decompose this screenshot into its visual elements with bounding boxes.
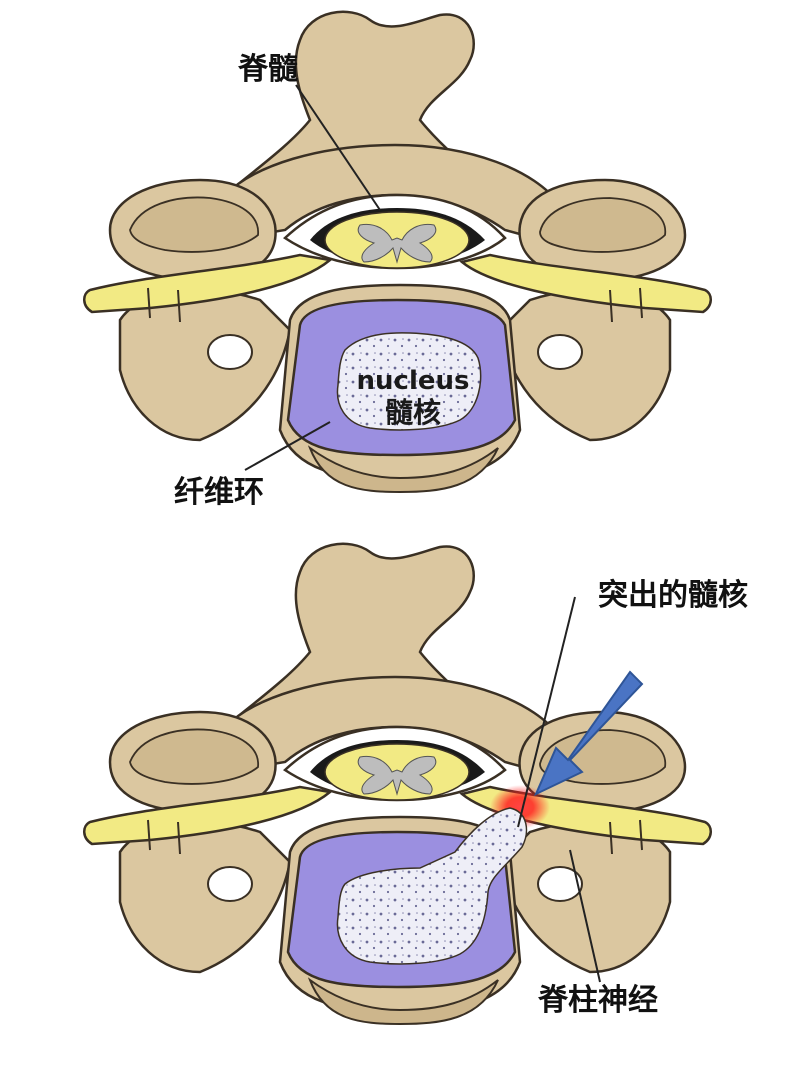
bottom-vertebra-diagram	[82, 542, 713, 1026]
label-herniated-nucleus: 突出的髓核	[598, 578, 748, 613]
label-annulus-fibrosus: 纤维环	[174, 475, 264, 510]
top-vertebra-diagram	[82, 10, 713, 494]
label-spinal-nerve: 脊柱神经	[538, 983, 658, 1018]
pressure-arrow	[534, 670, 644, 797]
label-spinal-cord: 脊髓	[238, 52, 298, 87]
label-nucleus-en: nucleus	[356, 366, 470, 396]
herniated-nucleus	[336, 807, 528, 965]
label-nucleus-cn: 髓核	[384, 396, 441, 429]
top-nucleus-pulposus	[336, 332, 482, 431]
